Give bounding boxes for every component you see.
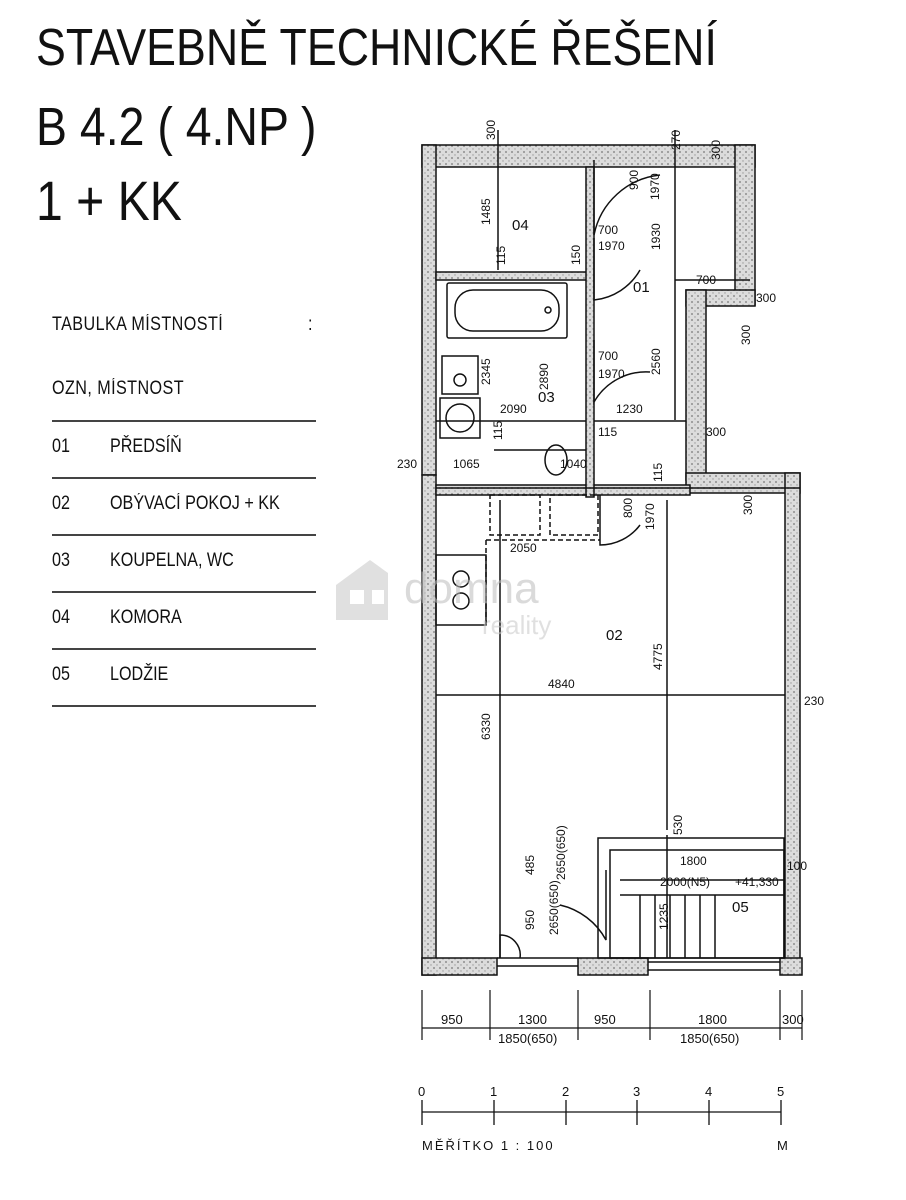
row-code: 02 [52,493,70,514]
scale-bar [421,1100,782,1125]
dim-1970: 1970 [648,173,662,200]
scale-tick-2: 2 [562,1084,569,1099]
scale-tick-5: 5 [777,1084,784,1099]
dim-300: 300 [741,495,755,515]
scale-tick-0: 0 [418,1084,425,1099]
dim-1230: 1230 [616,402,643,416]
row-code: 03 [52,550,70,571]
table-row: 01 PŘEDSÍŇ [52,420,316,479]
row-name: KOMORA [110,607,182,628]
dim-2650: 2650(650) [547,880,561,935]
dim-950: 950 [523,910,537,930]
table-row: 02 OBÝVACÍ POKOJ + KK [52,477,316,536]
dim-2050: 2050 [510,541,537,555]
dim-1930: 1930 [649,223,663,250]
dim-115: 115 [494,246,508,265]
table-heading: TABULKA MÍSTNOSTÍ [52,314,223,336]
dim-115: 115 [598,425,617,439]
row-code: 04 [52,607,70,628]
row-name: OBÝVACÍ POKOJ + KK [110,493,280,514]
dim-300: 300 [709,140,723,160]
table-heading-text: TABULKA MÍSTNOSTÍ [52,314,224,335]
table-column-header: OZN, MÍSTNOST [52,378,185,399]
dim-700: 700 [598,349,618,363]
dim-150: 150 [569,245,583,265]
scale-label: MĚŘÍTKO 1 : 100 [422,1138,555,1153]
dim-700: 700 [598,223,618,237]
scale-tick-3: 3 [633,1084,640,1099]
dim-100: 100 [787,859,807,873]
bottom-dim-1300: 1300 [518,1012,547,1027]
row-name: KOUPELNA, WC [110,550,234,571]
dim-1970: 1970 [643,503,657,530]
bottom-dim-total-2: 1850(650) [680,1031,739,1046]
dim-1485: 1485 [479,198,493,225]
watermark-brand: domna [404,564,539,613]
dim-4840: 4840 [548,677,575,691]
watermark-sub: reality [482,610,551,640]
bottom-dim-1800: 1800 [698,1012,727,1027]
dim-1800: 1800 [680,854,707,868]
bottom-dim-total-1: 1850(650) [498,1031,557,1046]
dim-230: 230 [804,694,824,708]
dim-1970: 1970 [598,367,625,381]
dim-115: 115 [651,463,665,482]
room-label-04: 04 [512,217,529,234]
bottom-dim-950: 950 [441,1012,463,1027]
table-header-rule [52,363,316,422]
title-line-2: B 4.2 ( 4.NP ) [36,97,317,157]
scale-unit: M [777,1138,788,1153]
room-label-03: 03 [538,389,555,406]
room-label-02: 02 [606,627,623,644]
dim-1065: 1065 [453,457,480,471]
dim-2650: 2650(650) [554,825,568,880]
row-name: LODŽIE [110,664,169,685]
title-line-3: 1 + KK [36,169,182,232]
row-code: 01 [52,436,70,457]
dim-300: 300 [484,120,498,140]
watermark-logo: domna reality [336,560,551,640]
dim-41330: +41,330 [735,875,779,889]
dim-1970: 1970 [598,239,625,253]
dim-530: 530 [671,815,685,835]
bottom-dim-300: 300 [782,1012,804,1027]
scale-tick-4: 4 [705,1084,712,1099]
row-name: PŘEDSÍŇ [110,436,182,457]
dim-115: 115 [491,421,505,440]
table-heading-colon: : [308,314,313,335]
dim-700: 700 [696,273,716,287]
dim-2560: 2560 [649,348,663,375]
scale-tick-1: 1 [490,1084,497,1099]
dim-300: 300 [756,291,776,305]
dim-2000: 2000(N5) [660,875,710,889]
dim-485: 485 [523,855,537,875]
dim-4775: 4775 [651,643,665,670]
bottom-dim-950: 950 [594,1012,616,1027]
dim-300: 300 [739,325,753,345]
dim-800: 800 [621,498,635,518]
row-code: 05 [52,664,70,685]
room-label-05: 05 [732,899,749,916]
title-line-1: STAVEBNĚ TECHNICKÉ ŘEŠENÍ [36,19,717,77]
dim-1040: 1040 [560,457,587,471]
dim-900: 900 [627,170,641,190]
dim-2090: 2090 [500,402,527,416]
dim-6330: 6330 [479,713,493,740]
table-row: 04 KOMORA [52,591,316,650]
dim-270: 270 [669,130,683,150]
dim-1235: 1235 [657,903,671,930]
dim-2890: 2890 [537,363,551,390]
table-row: 05 LODŽIE [52,648,316,707]
dim-2345: 2345 [479,358,493,385]
dim-300: 300 [706,425,726,439]
dim-230: 230 [397,457,417,471]
room-label-01: 01 [633,279,650,296]
table-row: 03 KOUPELNA, WC [52,534,316,593]
